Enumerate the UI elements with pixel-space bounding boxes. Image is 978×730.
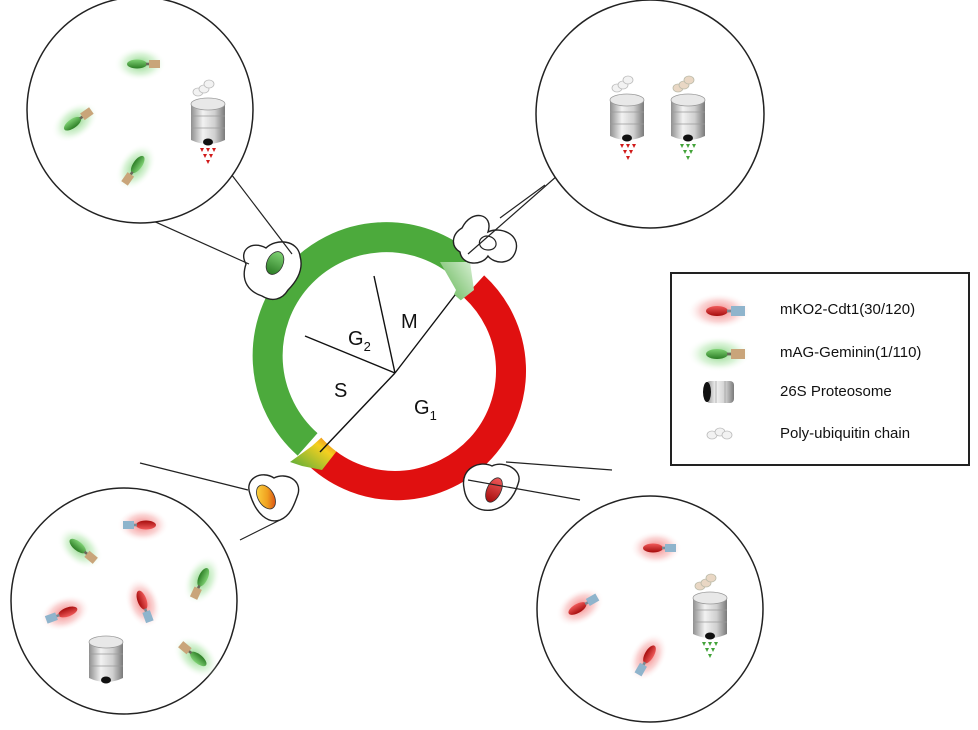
- cell-cycle-ring: G1 S G2 M: [252, 222, 526, 501]
- legend-label-ubiquitin: Poly-ubiquitin chain: [780, 425, 911, 442]
- red-probe-icon: [630, 531, 682, 565]
- zoom-circle-m: [535, 0, 765, 229]
- red-probe-icon: [117, 508, 169, 542]
- red-fluorescent-probe-icon: [687, 293, 751, 329]
- legend: mKO2-Cdt1(30/120) mAG-Geminin(1/110) 26S…: [670, 272, 970, 466]
- zoom-circle-s: [10, 487, 238, 715]
- phase-label-g1: G1: [414, 397, 437, 423]
- proteasome-icon: [670, 75, 706, 142]
- phase-label-g2: G2: [348, 328, 371, 354]
- cell-s-phase: [248, 474, 300, 522]
- green-fluorescent-probe-icon: [687, 336, 751, 372]
- cell-g2-phase: [243, 241, 302, 301]
- legend-icons: [687, 293, 751, 440]
- legend-label-mag-geminin: mAG-Geminin(1/110): [780, 344, 922, 361]
- proteasome-icon: [692, 573, 728, 640]
- zoom-circle-g1: [536, 495, 764, 723]
- zoom-circle-g2: [26, 0, 254, 224]
- legend-label-proteasome: 26S Proteosome: [780, 383, 892, 400]
- red-ring-segment: [308, 275, 526, 501]
- proteasome-icon: [88, 635, 124, 684]
- green-probe-icon: [114, 47, 166, 81]
- phase-label-s: S: [334, 380, 347, 402]
- ubiquitin-chain-icon: [706, 427, 733, 440]
- legend-label-mko2-cdt1: mKO2-Cdt1(30/120): [780, 301, 916, 318]
- proteasome-icon: [703, 381, 734, 403]
- phase-label-m: M: [401, 311, 418, 333]
- m-phase-arrowhead: [440, 262, 474, 312]
